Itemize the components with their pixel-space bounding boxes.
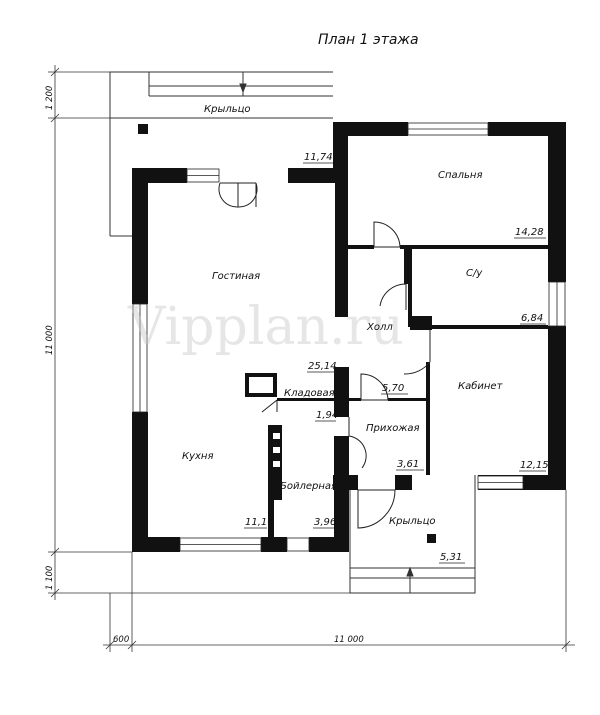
dimension-height: 11 000 xyxy=(45,325,55,355)
interior-walls xyxy=(245,182,548,537)
doors xyxy=(218,182,431,529)
plan-title: План 1 этажа xyxy=(318,32,419,48)
room-label: Кухня xyxy=(182,451,214,462)
room-label: Гостиная xyxy=(212,271,260,282)
room-area: 5,70 xyxy=(382,383,404,394)
dimension-lines xyxy=(48,65,575,652)
windows xyxy=(132,122,566,552)
room-label: Кладовая xyxy=(284,388,335,399)
room-area: 6,84 xyxy=(521,313,543,324)
dimension-width: 11 000 xyxy=(334,635,364,645)
room-label: Прихожая xyxy=(366,423,420,434)
porch-outlines xyxy=(109,71,476,594)
dimension-top: 1 200 xyxy=(45,86,55,110)
porch-column xyxy=(427,534,436,543)
room-labels: Крыльцо Спальня С/у Гостиная Холл Кладов… xyxy=(182,104,504,527)
room-area: 11,16 xyxy=(245,517,274,528)
room-label: Спальня xyxy=(438,170,483,181)
room-label: Крыльцо xyxy=(389,516,436,527)
dimension-left: 600 xyxy=(113,635,129,645)
room-area: 1,94 xyxy=(316,410,338,421)
room-label: Крыльцо xyxy=(204,104,251,115)
room-area: 12,15 xyxy=(520,460,549,471)
room-label: Холл xyxy=(366,322,393,333)
watermark: Vipplan.ru xyxy=(127,297,404,357)
room-label: Бойлерная xyxy=(280,481,337,492)
room-area: 5,31 xyxy=(440,552,462,563)
dimension-bottom: 1 100 xyxy=(45,566,55,590)
room-area: 11,74 xyxy=(304,152,333,163)
area-underlines xyxy=(244,162,546,564)
room-areas: 11,74 14,28 6,84 25,14 5,70 1,94 12,15 3… xyxy=(245,152,549,563)
room-area: 25,14 xyxy=(308,361,337,372)
room-label: Кабинет xyxy=(458,380,504,392)
porch-column xyxy=(138,124,148,134)
room-area: 14,28 xyxy=(515,227,544,238)
exterior-walls xyxy=(132,122,566,552)
room-area: 3,61 xyxy=(397,459,419,470)
room-label: С/у xyxy=(466,268,483,279)
room-area: 3,96 xyxy=(314,517,336,528)
